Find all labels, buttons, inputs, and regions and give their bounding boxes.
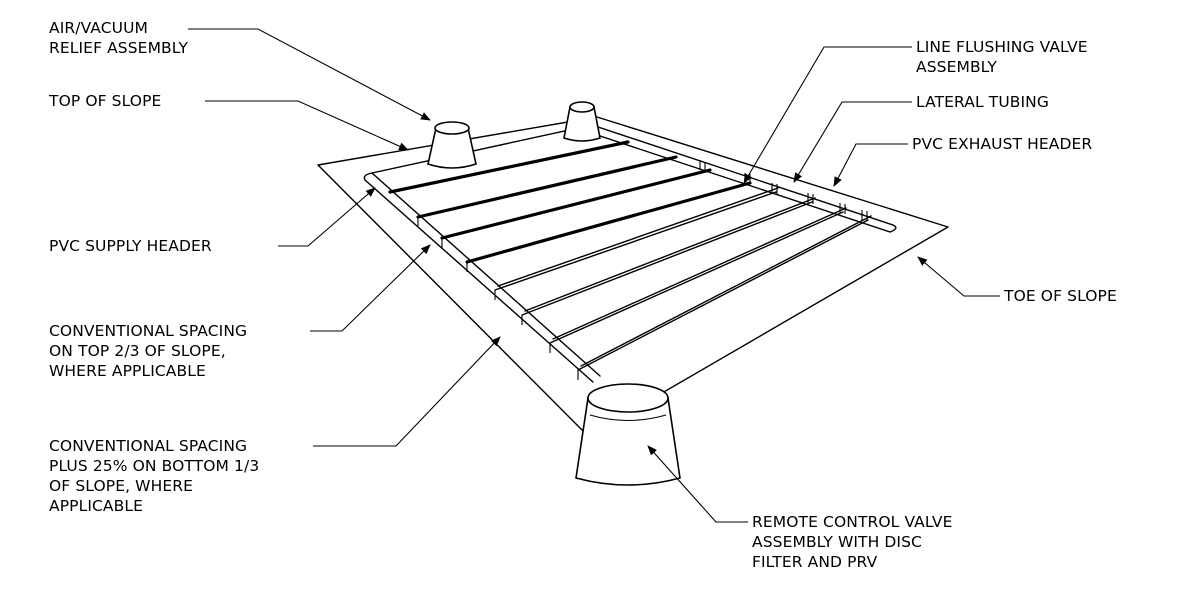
air-vacuum-relief-valve-right [563, 101, 601, 142]
label-toe-of-slope: TOE OF SLOPE [1004, 287, 1117, 305]
pvc-supply-header [363, 172, 601, 383]
remote-control-valve [575, 383, 681, 486]
leader-lines [188, 28, 1000, 523]
label-conventional-spacing-top: CONVENTIONAL SPACING ON TOP 2/3 OF SLOPE… [49, 322, 248, 380]
label-pvc-exhaust-header: PVC EXHAUST HEADER [912, 135, 1093, 153]
label-pvc-supply-header: PVC SUPPLY HEADER [49, 237, 212, 255]
lateral-tubing-lines [388, 140, 872, 371]
label-line-flushing-valve-assembly: LINE FLUSHING VALVE ASSEMBLY [916, 38, 1088, 76]
supply-tees [417, 217, 579, 380]
label-top-of-slope: TOP OF SLOPE [49, 92, 162, 110]
label-remote-control-valve-assembly: REMOTE CONTROL VALVE ASSEMBLY WITH DISC … [752, 513, 953, 571]
label-conventional-spacing-bottom: CONVENTIONAL SPACING PLUS 25% ON BOTTOM … [49, 437, 260, 515]
air-vacuum-relief-valve-left [427, 121, 477, 169]
top-header-line [371, 124, 593, 174]
label-lateral-tubing: LATERAL TUBING [916, 93, 1049, 111]
pvc-exhaust-header [587, 124, 897, 233]
label-air-vacuum-relief-assembly: AIR/VACUUM RELIEF ASSEMBLY [49, 19, 189, 57]
